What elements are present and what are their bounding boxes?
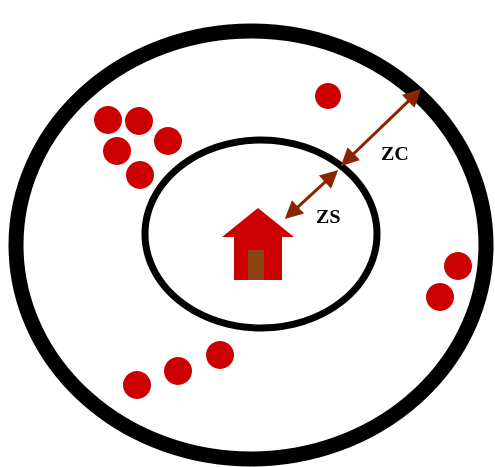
point-1 [94,106,122,134]
point-5 [126,161,154,189]
zc-double-arrow-icon [340,88,422,167]
point-8 [426,283,454,311]
house-door [248,250,264,280]
house-icon [222,208,294,280]
zs-label: ZS [316,206,340,228]
points-group [94,83,472,399]
point-7 [444,252,472,280]
inner-zone-ring [141,136,381,332]
point-3 [103,137,131,165]
point-10 [164,357,192,385]
point-4 [154,127,182,155]
point-2 [125,107,153,135]
zc-label: ZC [381,143,409,165]
point-6 [315,83,341,109]
zs-double-arrow-icon [284,169,339,220]
house-roof [222,208,294,237]
outer-zone-ring [8,23,494,467]
point-11 [123,371,151,399]
point-9 [206,341,234,369]
